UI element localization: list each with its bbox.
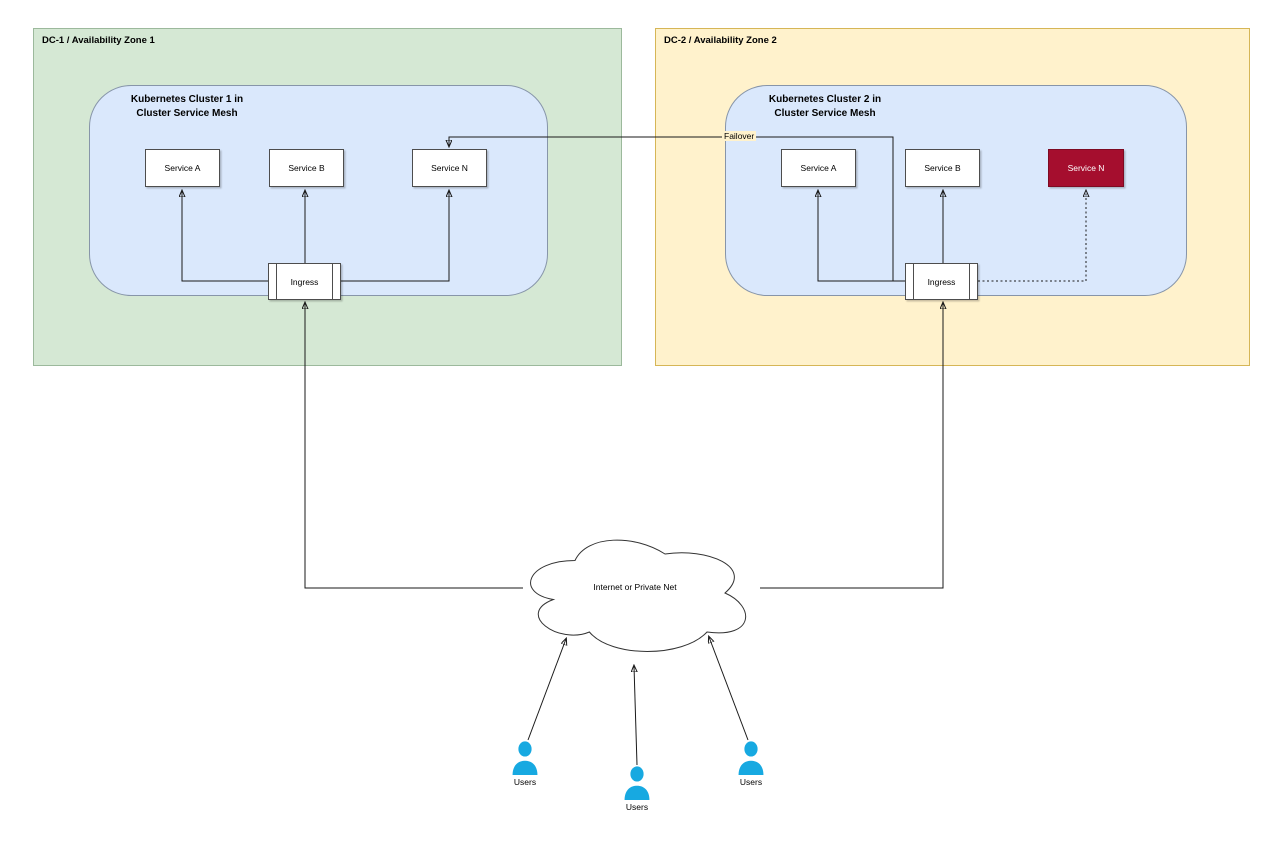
edge-cloud-ingress1 xyxy=(305,303,523,589)
c2-service-a: Service A xyxy=(781,149,856,187)
user-icon xyxy=(738,741,764,776)
cluster-2-title-line2: Cluster Service Mesh xyxy=(774,108,876,119)
cluster-1-title-line1: Kubernetes Cluster 1 in xyxy=(130,94,244,105)
user-icon xyxy=(624,766,650,801)
c2-ingress-label: Ingress xyxy=(927,276,956,287)
ingress-inner-line xyxy=(913,264,914,299)
cluster-1 xyxy=(89,85,548,296)
edge-c2-ingress-serviceA xyxy=(818,191,905,282)
user-label: Users xyxy=(625,802,649,812)
edge-failover xyxy=(449,136,894,281)
c1-ingress: Ingress xyxy=(268,263,341,300)
c1-service-b: Service B xyxy=(269,149,344,187)
ingress-inner-line xyxy=(969,264,970,299)
edge-cloud-ingress2 xyxy=(760,303,943,589)
edge-user2-cloud xyxy=(634,666,637,766)
zone-dc1-title: DC-1 / Availability Zone 1 xyxy=(42,35,155,46)
c2-service-b: Service B xyxy=(905,149,980,187)
failover-label: Failover xyxy=(722,131,757,141)
cluster-2-title: Kubernetes Cluster 2 in Cluster Service … xyxy=(725,93,925,121)
internet-cloud-shape xyxy=(530,539,747,652)
cluster-2-title-line1: Kubernetes Cluster 2 in xyxy=(768,94,882,105)
edge-c1-ingress-serviceA xyxy=(182,191,268,282)
c1-service-a: Service A xyxy=(145,149,220,187)
cluster-1-title: Kubernetes Cluster 1 in Cluster Service … xyxy=(87,93,287,121)
edge-c1-ingress-serviceN xyxy=(341,191,449,282)
user-label: Users xyxy=(739,777,763,787)
c2-ingress: Ingress xyxy=(905,263,978,300)
c1-ingress-label: Ingress xyxy=(290,276,319,287)
zone-dc2-title: DC-2 / Availability Zone 2 xyxy=(664,35,777,46)
ingress-inner-line xyxy=(332,264,333,299)
user-icon xyxy=(512,741,538,776)
internet-cloud-label: Internet or Private Net xyxy=(593,582,677,592)
cluster-1-title-line2: Cluster Service Mesh xyxy=(136,108,238,119)
edge-user1-cloud xyxy=(527,639,566,741)
c2-service-n-failed: Service N xyxy=(1048,149,1124,187)
ingress-inner-line xyxy=(276,264,277,299)
edge-user3-cloud xyxy=(709,637,749,741)
c1-service-n: Service N xyxy=(412,149,487,187)
user-label: Users xyxy=(513,777,537,787)
edge-c2-ingress-serviceN-dotted xyxy=(978,191,1086,282)
